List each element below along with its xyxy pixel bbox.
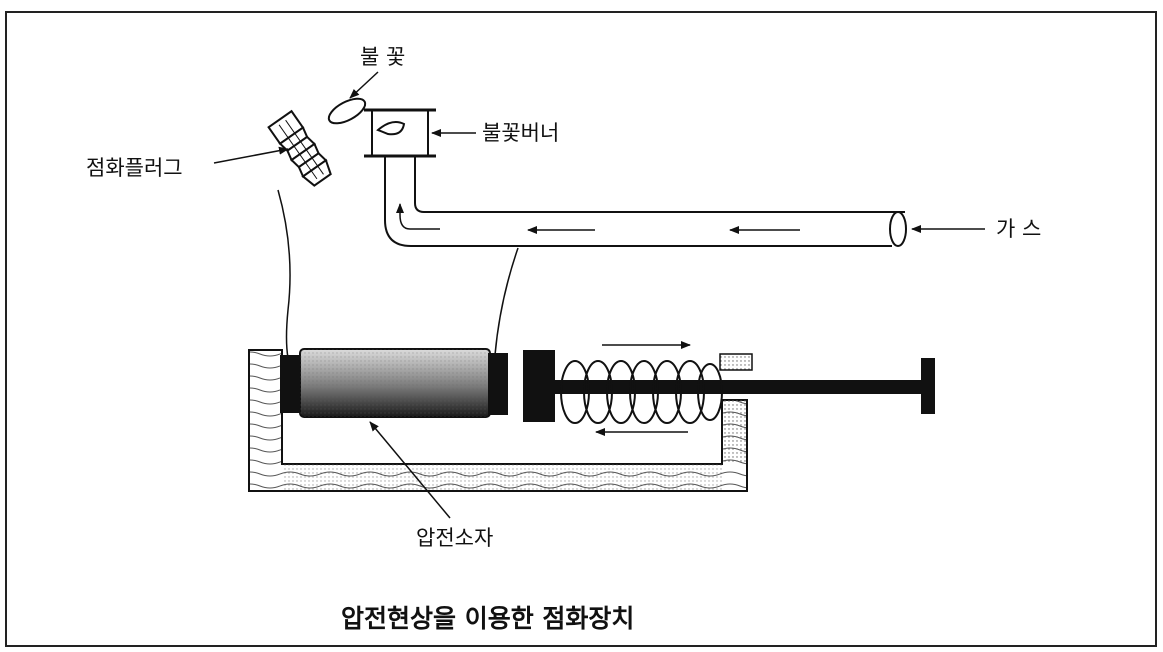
label-gas: 가 스: [996, 217, 1041, 241]
spark-flame: [327, 97, 367, 125]
label-spark-plug: 점화플러그: [86, 156, 183, 180]
flow-arrow: [396, 203, 440, 230]
piezo-element: [280, 348, 508, 418]
leader-piezo: [369, 421, 451, 519]
spark-burner: [364, 108, 436, 158]
label-spark: 불 꽃: [360, 45, 405, 69]
diagram-caption: 압전현상을 이용한 점화장치: [341, 604, 634, 633]
page-frame: [5, 11, 1157, 647]
gas-pipe: [384, 156, 907, 247]
hammer-mechanism: [523, 341, 935, 436]
wire-left: [277, 189, 291, 359]
leader-spark: [349, 71, 379, 99]
wire-right: [494, 247, 519, 356]
label-piezo-element: 압전소자: [416, 526, 493, 550]
label-spark-burner: 불꽃버너: [482, 121, 559, 145]
spark-plug: [267, 97, 367, 187]
leader-spark-plug: [213, 146, 289, 164]
